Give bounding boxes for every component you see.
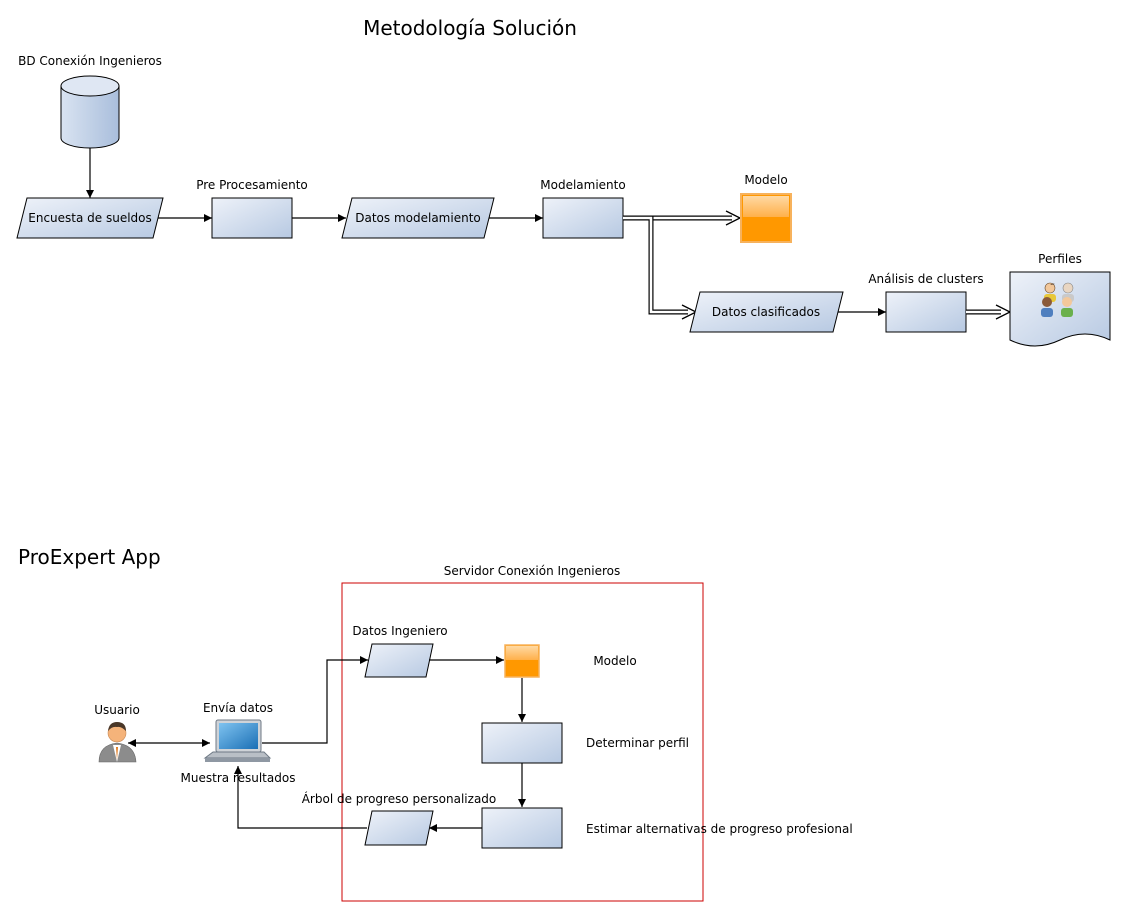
datos-modelamiento-label: Datos modelamiento (355, 211, 480, 225)
edge-laptop-to-datos-ingeniero (262, 656, 368, 744)
database-cylinder-icon (60, 75, 120, 149)
arbol-node[interactable] (364, 810, 434, 846)
people-group-icon (1041, 282, 1074, 317)
perfiles-label: Perfiles (1038, 252, 1082, 266)
datos-clasificados-node[interactable]: Datos clasificados (689, 291, 844, 333)
arbol-label: Árbol de progreso personalizado (302, 791, 497, 806)
preproc-process-box[interactable] (211, 197, 293, 239)
modelamiento-process-box[interactable] (542, 197, 624, 239)
encuesta-label: Encuesta de sueldos (28, 211, 152, 225)
datos-ingeniero-node[interactable] (364, 643, 434, 678)
encuesta-node[interactable]: Encuesta de sueldos (16, 197, 164, 239)
determinar-perfil-box[interactable] (481, 722, 563, 764)
clusters-label: Análisis de clusters (868, 272, 983, 286)
server-label: Servidor Conexión Ingenieros (444, 564, 621, 578)
estimar-alternativas-box[interactable] (481, 807, 563, 849)
clusters-process-box[interactable] (885, 291, 967, 333)
edge-arbol-to-laptop (234, 766, 367, 829)
datos-ingeniero-label: Datos Ingeniero (352, 624, 447, 638)
app-modelo-label: Modelo (593, 654, 636, 668)
modelamiento-label: Modelamiento (540, 178, 625, 192)
db-label: BD Conexión Ingenieros (18, 54, 162, 68)
modelo-label: Modelo (744, 173, 787, 187)
usuario-label: Usuario (94, 703, 140, 717)
perfiles-document[interactable] (1009, 271, 1111, 347)
determinar-perfil-label: Determinar perfil (586, 736, 689, 750)
preproc-label: Pre Procesamiento (196, 178, 308, 192)
datos-clasificados-label: Datos clasificados (712, 305, 820, 319)
envia-datos-label: Envía datos (203, 701, 273, 715)
edge-modelamiento-to-clasificados (623, 215, 698, 320)
title-metodologia: Metodología Solución (363, 16, 577, 40)
orange-model-icon (740, 193, 792, 243)
muestra-resultados-label: Muestra resultados (181, 771, 296, 785)
datos-modelamiento-node[interactable]: Datos modelamiento (341, 197, 495, 239)
title-proexpert-app: ProExpert App (18, 545, 161, 569)
orange-model-small-icon (504, 644, 540, 678)
estimar-alternativas-label: Estimar alternativas de progreso profesi… (586, 822, 853, 836)
server-boundary (341, 582, 704, 902)
user-person-icon[interactable] (98, 722, 137, 763)
edge-clusters-to-perfiles (966, 304, 1012, 320)
laptop-icon[interactable] (203, 719, 272, 762)
